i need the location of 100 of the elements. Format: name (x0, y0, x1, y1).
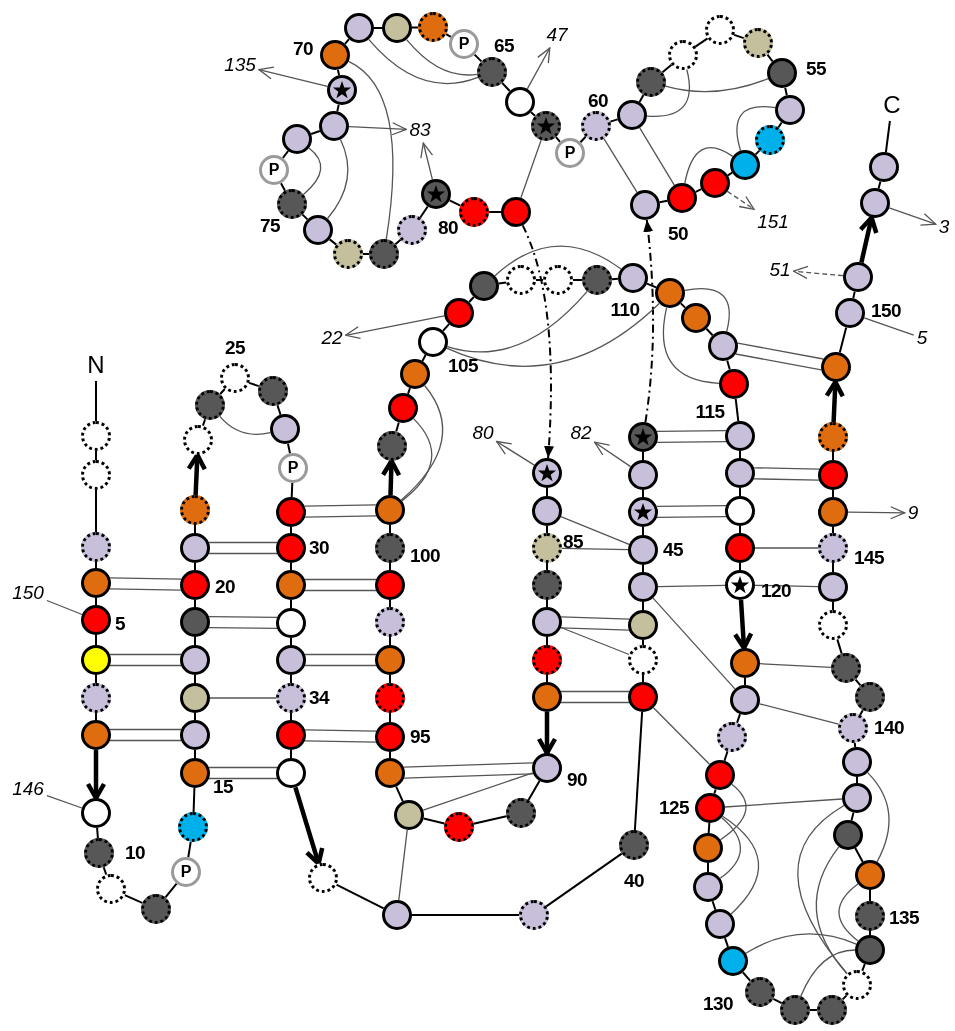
residue-circle (681, 303, 711, 333)
residue-circle (818, 610, 848, 640)
residue-circle (818, 460, 848, 490)
residue-number: 150 (870, 300, 902, 322)
residue-circle (180, 683, 210, 713)
residue-circle (276, 683, 306, 713)
residue-circle (718, 946, 748, 976)
backbone-line (389, 524, 391, 534)
backbone-line (836, 638, 843, 655)
contact-line (737, 342, 824, 360)
backbone-line (724, 937, 729, 948)
backbone-line (96, 827, 99, 839)
residue-circle (730, 648, 760, 678)
backbone-line (642, 639, 644, 646)
residue-circle: P (555, 138, 585, 168)
contact-line (208, 541, 278, 544)
backbone-line (95, 597, 97, 606)
residue-circle (444, 812, 474, 842)
backbone-line (739, 562, 741, 571)
contact-line (719, 783, 747, 841)
chain-break-arrow (643, 218, 655, 424)
residue-circle (178, 812, 208, 842)
residue-number: 140 (873, 717, 905, 739)
contact-line (754, 547, 819, 549)
contact-line (684, 287, 730, 333)
contact-line (368, 38, 479, 85)
contact-arrow (258, 66, 329, 88)
backbone-line (744, 677, 746, 686)
residue-number: 40 (623, 870, 645, 892)
residue-circle (180, 495, 210, 525)
residue-number: 75 (259, 215, 281, 237)
contact-line (560, 690, 630, 693)
residue-circle (582, 265, 612, 295)
residue-circle (543, 265, 573, 295)
backbone-line (95, 489, 97, 533)
residue-number: 15 (212, 776, 234, 798)
backbone-line (95, 380, 97, 422)
residue-circle (377, 431, 407, 461)
residue-number: 70 (292, 38, 314, 60)
residue-number: 120 (760, 580, 792, 602)
backbone-line (472, 815, 508, 825)
backbone-line (869, 889, 871, 902)
residue-circle (375, 607, 405, 637)
residue-circle (81, 532, 111, 562)
contact-arrow (495, 440, 535, 466)
contact-arrow (847, 506, 906, 520)
residue-circle (835, 298, 865, 328)
contact-line (603, 138, 638, 193)
strand-arrow (858, 215, 879, 263)
backbone-line (389, 712, 391, 723)
residue-circle (617, 100, 647, 130)
backbone-line (754, 149, 761, 156)
backbone-line (736, 713, 741, 724)
backbone-line (869, 930, 871, 936)
backbone-line (546, 562, 548, 571)
contact-line (753, 467, 820, 470)
backbone-line (310, 130, 321, 135)
backbone-line (411, 914, 520, 916)
backbone-line (739, 487, 741, 497)
contact-line (646, 68, 690, 118)
residue-number: 60 (587, 90, 609, 112)
contact-line (753, 478, 820, 481)
reference-number: 47 (546, 24, 568, 46)
residue-circle (382, 900, 412, 930)
strand-arrow (380, 458, 402, 496)
contact-line (446, 290, 588, 353)
backbone-line (192, 787, 196, 813)
residue-number: 115 (695, 401, 725, 423)
contact-line (422, 772, 534, 811)
residue-circle (655, 278, 685, 308)
backbone-line (638, 94, 645, 103)
residue-circle (821, 352, 851, 382)
residue-circle (81, 460, 111, 490)
residue-circle (394, 800, 424, 830)
residue-circle: P (259, 155, 289, 185)
residue-circle (270, 414, 300, 444)
residue-circle (668, 40, 698, 70)
residue-circle (282, 124, 312, 154)
contact-line (304, 653, 377, 656)
residue-number: 135 (888, 907, 920, 929)
backbone-line (290, 562, 292, 571)
backbone-line (290, 749, 292, 759)
backbone-line (723, 750, 729, 762)
contact-arrow (726, 190, 755, 210)
residue-circle (581, 111, 611, 141)
contact-line (561, 547, 629, 551)
residue-circle (180, 607, 210, 637)
reference-number: 83 (409, 119, 431, 141)
backbone-line (194, 749, 196, 759)
residue-circle (375, 645, 405, 675)
residue-circle (855, 935, 885, 965)
residue-circle (276, 720, 306, 750)
residue-circle (619, 830, 649, 860)
residue-circle (860, 188, 890, 218)
residue-number: 30 (308, 537, 330, 559)
residue-number: 110 (610, 299, 640, 321)
contact-line (800, 949, 856, 997)
residue-circle (775, 95, 805, 125)
backbone-line (187, 840, 192, 859)
residue-circle (532, 570, 562, 600)
